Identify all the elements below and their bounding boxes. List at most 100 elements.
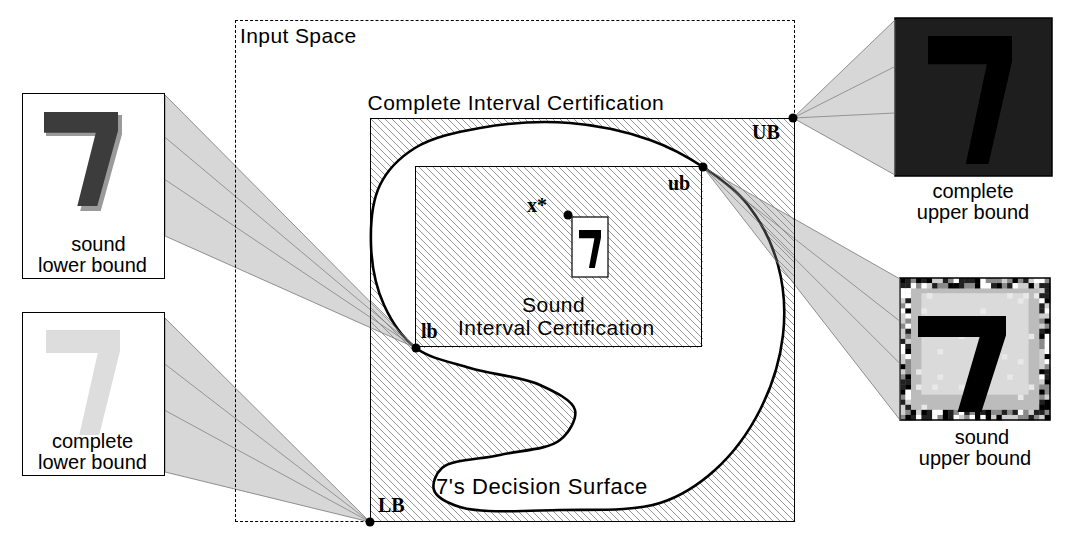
noise-pixel xyxy=(1039,354,1045,359)
noise-pixel xyxy=(1018,278,1024,283)
noise-pixel xyxy=(938,349,944,354)
noise-pixel xyxy=(1007,283,1013,288)
noise-pixel xyxy=(991,410,997,415)
noise-pixel xyxy=(905,308,911,313)
sound-certification-box: Sound Interval Certification xyxy=(415,166,702,347)
noise-pixel xyxy=(900,293,906,298)
noise-pixel xyxy=(1018,410,1024,415)
noise-pixel xyxy=(932,410,938,415)
corner-label: lb xyxy=(421,320,438,343)
noise-pixel xyxy=(905,288,911,293)
noise-pixel xyxy=(1039,303,1045,308)
noise-pixel xyxy=(905,364,911,369)
noise-pixel xyxy=(1002,278,1008,283)
noise-pixel xyxy=(986,283,992,288)
noise-pixel xyxy=(1007,293,1013,298)
noise-pixel xyxy=(916,385,922,390)
noise-pixel xyxy=(905,374,911,379)
noise-pixel xyxy=(1039,308,1045,313)
bound-point xyxy=(699,163,708,172)
input-space-box: Sound Interval CertificationComplete Int… xyxy=(235,20,795,522)
noise-pixel xyxy=(948,410,954,415)
noise-pixel xyxy=(980,278,986,283)
noise-pixel xyxy=(905,405,911,410)
noise-pixel xyxy=(900,374,906,379)
noise-pixel xyxy=(921,410,927,415)
noise-pixel xyxy=(932,283,938,288)
noise-pixel xyxy=(1039,314,1045,319)
noise-pixel xyxy=(1029,283,1035,288)
noise-pixel xyxy=(905,390,911,395)
leader-line xyxy=(793,67,895,119)
noise-pixel xyxy=(959,283,965,288)
noise-pixel xyxy=(980,308,986,313)
noise-pixel xyxy=(905,303,911,308)
noise-pixel xyxy=(927,410,933,415)
leader-line xyxy=(703,167,900,364)
noise-pixel xyxy=(1013,283,1019,288)
noise-pixel xyxy=(900,390,906,395)
leader-line xyxy=(165,364,370,522)
corner-label: UB xyxy=(752,121,780,144)
noise-pixel xyxy=(986,278,992,283)
noise-pixel xyxy=(1039,349,1045,354)
noise-pixel xyxy=(1039,298,1045,303)
noise-pixel xyxy=(1034,410,1040,415)
noise-pixel xyxy=(1034,283,1040,288)
corner-label: ub xyxy=(668,172,690,195)
noise-pixel xyxy=(996,278,1002,283)
noise-pixel xyxy=(905,344,911,349)
noise-pixel xyxy=(1039,364,1045,369)
noise-pixel xyxy=(911,278,917,283)
noise-pixel xyxy=(900,379,906,384)
bound-point xyxy=(412,344,421,353)
noise-pixel xyxy=(900,278,906,283)
noise-pixel xyxy=(905,339,911,344)
noise-pixel xyxy=(900,283,906,288)
noise-pixel xyxy=(900,400,906,405)
noise-pixel xyxy=(1039,293,1045,298)
noise-pixel xyxy=(927,293,933,298)
noise-pixel xyxy=(927,278,933,283)
digit-seven-glyph xyxy=(46,330,120,435)
noise-pixel xyxy=(938,410,944,415)
noise-pixel xyxy=(959,385,965,390)
image-frame xyxy=(895,18,1052,176)
noise-pixel xyxy=(1029,410,1035,415)
noise-pixel xyxy=(921,308,927,313)
noise-pixel xyxy=(1039,385,1045,390)
noise-pixel xyxy=(905,349,911,354)
complete-hatch xyxy=(370,118,795,522)
noise-pixel xyxy=(900,329,906,334)
noise-pixel xyxy=(948,278,954,283)
noise-pixel xyxy=(1013,410,1019,415)
zoom-fans xyxy=(165,20,900,522)
digit-seven-glyph xyxy=(928,36,1012,164)
noise-pixel xyxy=(905,314,911,319)
noise-pixel xyxy=(991,278,997,283)
noise-pixel xyxy=(1002,283,1008,288)
digit-seven-glyph xyxy=(918,316,1006,412)
noise-pixel xyxy=(905,354,911,359)
noise-pixel xyxy=(1034,278,1040,283)
noise-pixel xyxy=(943,410,949,415)
noise-pixel xyxy=(964,283,970,288)
noise-pixel xyxy=(905,319,911,324)
noise-pixel xyxy=(1039,374,1045,379)
noise-pixel xyxy=(1039,288,1045,293)
noise-pixel xyxy=(1029,334,1035,339)
noise-pixel xyxy=(905,278,911,283)
noise-pixel xyxy=(1039,395,1045,400)
noise-pixel xyxy=(900,354,906,359)
noise-pixels xyxy=(900,278,1050,420)
noise-pixel xyxy=(970,278,976,283)
leader-line xyxy=(165,410,370,522)
noise-pixel xyxy=(959,278,965,283)
noise-pixel xyxy=(991,283,997,288)
region-heading: Sound Interval Certification xyxy=(458,293,658,339)
noise-pixel xyxy=(1023,293,1029,298)
digit-seven-glyph xyxy=(44,112,118,206)
noise-pixel xyxy=(986,410,992,415)
noise-pixel xyxy=(1039,400,1045,405)
